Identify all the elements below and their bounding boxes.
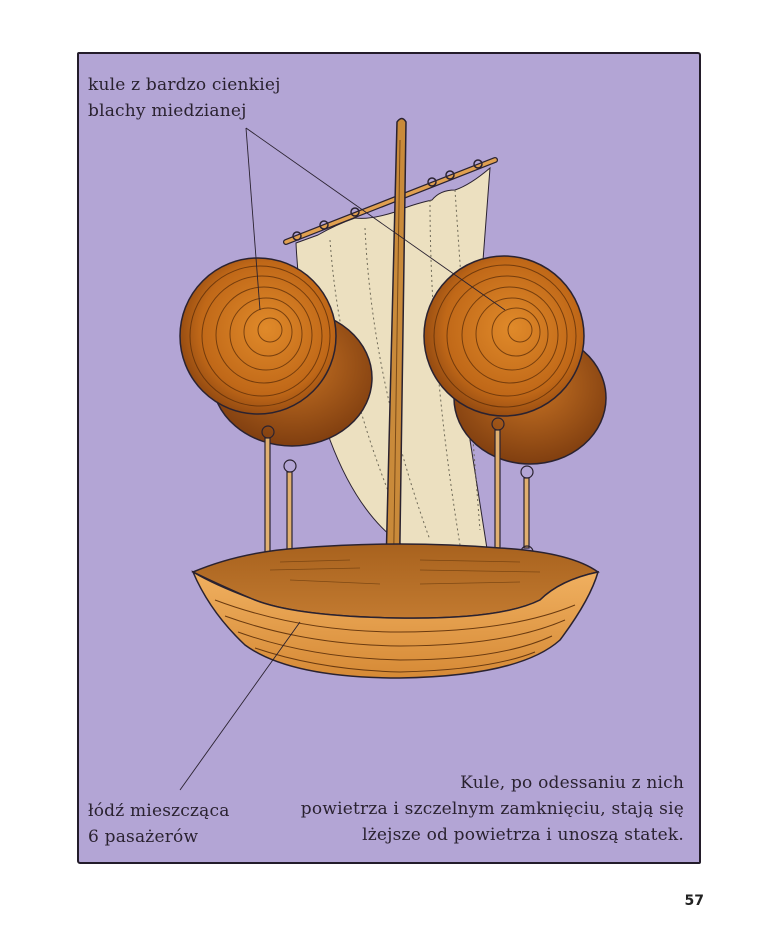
page-number: 57	[684, 893, 704, 909]
ropes	[261, 417, 534, 591]
caption-line: blachy miedzianej	[88, 101, 247, 121]
yard-spar	[283, 157, 498, 245]
right-copper-spheres	[423, 255, 607, 465]
caption-explanation: Kule, po odessaniu z nich powietrza i sz…	[301, 770, 684, 848]
mast	[384, 117, 407, 607]
left-copper-spheres	[179, 257, 373, 447]
caption-boat: łódź mieszcząca 6 pasażerów	[88, 798, 230, 850]
caption-line: łódź mieszcząca	[88, 801, 230, 821]
caption-line: powietrza i szczelnym zamknięciu, stają …	[300, 799, 684, 819]
boat-hull	[191, 543, 600, 679]
caption-line: lżejsze od powietrza i unoszą statek.	[362, 825, 684, 845]
caption-line: kule z bardzo cienkiej	[88, 75, 281, 95]
caption-line: Kule, po odessaniu z nich	[460, 773, 684, 793]
leader-lines	[179, 127, 506, 791]
caption-copper-spheres: kule z bardzo cienkiej blachy miedzianej	[88, 72, 281, 124]
caption-line: 6 pasażerów	[88, 827, 199, 847]
